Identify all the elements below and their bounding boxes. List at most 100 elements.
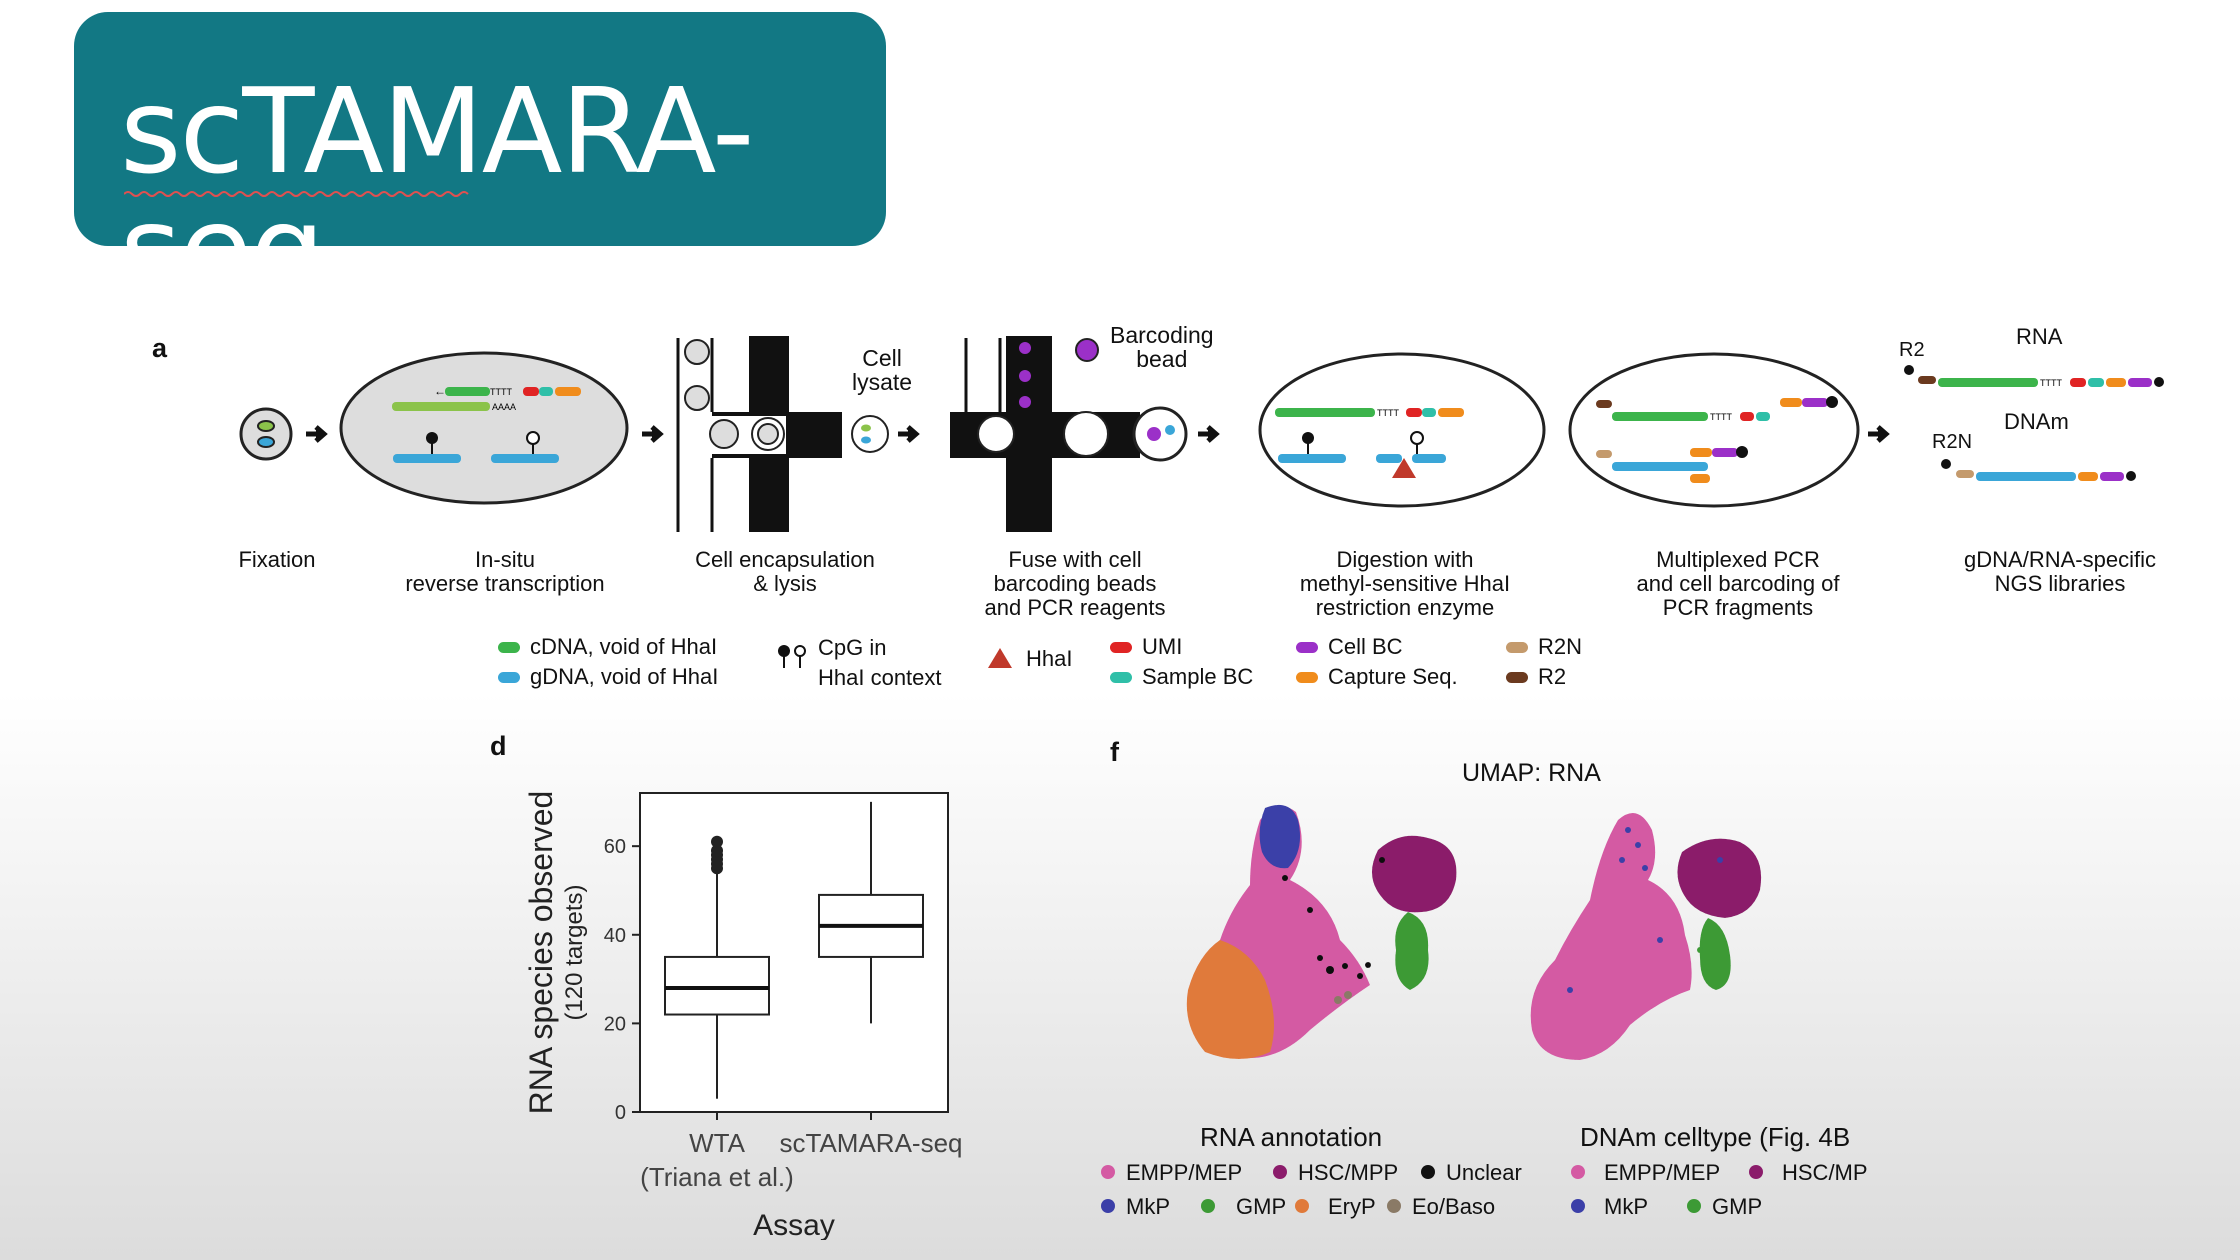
umap1-legend-eobaso: Eo/Baso	[1412, 1194, 1496, 1219]
umap-rna-annotation	[1186, 804, 1457, 1059]
legend-dot-mkp	[1101, 1199, 1115, 1213]
arrow-2	[642, 425, 664, 443]
y-tick-label: 60	[604, 836, 626, 858]
r2-swatch	[1506, 672, 1528, 683]
legend-dot-hsc	[1273, 1165, 1287, 1179]
svg-text:←: ←	[434, 384, 446, 398]
x-tick-label: (Triana et al.)	[640, 1162, 794, 1192]
encapsulation-chip	[676, 336, 889, 532]
legend-dot-empp-2	[1571, 1165, 1585, 1179]
umap1-legend-hsc: HSC/MPP	[1298, 1160, 1399, 1185]
y-tick-label: 0	[615, 1102, 626, 1124]
panel-a-label: a	[152, 333, 168, 363]
legend-dot-gmp-2	[1687, 1199, 1701, 1213]
rna-library-label: RNA	[2016, 324, 2063, 349]
iqr-box	[664, 955, 770, 1016]
legend-hhai: HhaI	[1026, 646, 1073, 671]
x-axis-label: Assay	[753, 1209, 835, 1240]
cpg-lollipop-icon	[778, 645, 806, 668]
umap-dnam-celltype	[1530, 812, 1762, 1060]
arrow-6	[1868, 425, 1890, 443]
hhai-triangle-icon	[988, 648, 1012, 668]
y-axis-sublabel: (120 targets)	[561, 884, 588, 1020]
sample-bc-swatch	[1110, 672, 1132, 683]
umap-plots	[1186, 804, 1762, 1060]
panel-d-label: d	[490, 731, 507, 761]
umap1-legend-eryp: EryP	[1328, 1194, 1376, 1219]
umap2-legend-empp: EMPP/MEP	[1604, 1160, 1721, 1185]
r2n-label: R2N	[1932, 431, 1973, 453]
umap1-legend-gmp: GMP	[1236, 1194, 1287, 1219]
legend-dot-unclear	[1421, 1165, 1435, 1179]
y-axis-label: RNA species observed	[523, 791, 559, 1115]
r2n-swatch	[1506, 642, 1528, 653]
svg-text:TTTT: TTTT	[1710, 412, 1732, 422]
legend-cell-bc: Cell BC	[1328, 634, 1403, 659]
x-tick-label: scTAMARA-seq	[780, 1128, 963, 1158]
gdna-swatch	[498, 672, 520, 683]
umap1-legend-unclear: Unclear	[1446, 1160, 1522, 1185]
umap1-legend-empp: EMPP/MEP	[1126, 1160, 1243, 1185]
step-caption-5: Digestion with methyl-sensitive HhaI res…	[1299, 547, 1511, 620]
legend-gdna: gDNA, void of HhaI	[530, 664, 719, 689]
slide-title: scTAMARA-seq	[120, 62, 754, 318]
barcoding-bead-label: Barcoding bead	[1110, 322, 1214, 372]
legend-dot-eryp	[1295, 1199, 1309, 1213]
step-caption-4: Fuse with cell barcoding beads and PCR r…	[984, 547, 1166, 620]
step-caption-7: gDNA/RNA-specific NGS libraries	[1964, 547, 2156, 596]
svg-text:TTTT: TTTT	[1377, 408, 1399, 418]
capture-seq-swatch	[1296, 672, 1318, 683]
step-caption-2: In-situ reverse transcription	[405, 547, 605, 596]
spellcheck-underline	[124, 191, 469, 197]
umi-swatch	[1110, 642, 1132, 653]
cell-lysate-label: Cell lysate	[852, 345, 913, 395]
cell-bc-swatch	[1296, 642, 1318, 653]
cdna-swatch	[498, 642, 520, 653]
ngs-libraries: TTTT	[1904, 365, 2164, 481]
outlier-point	[711, 835, 723, 848]
umap2-caption: DNAm celltype (Fig. 4B	[1580, 1122, 1851, 1152]
y-tick-label: 40	[604, 925, 626, 947]
workflow-schematic: ← TTTT AAAA	[239, 336, 2164, 532]
legend-dot-eobaso	[1387, 1199, 1401, 1213]
arrow-3	[898, 425, 920, 443]
panel-f-label: f	[1110, 737, 1119, 767]
arrow-4	[1198, 425, 1220, 443]
arrow-1	[306, 425, 328, 443]
step-caption-6: Multiplexed PCR and cell barcoding of PC…	[1636, 547, 1840, 620]
umap2-legend-mkp: MkP	[1604, 1194, 1648, 1219]
legend-dot-hsc-2	[1749, 1165, 1763, 1179]
umap-title: UMAP: RNA	[1462, 759, 1601, 787]
umap2-legend-hsc: HSC/MP	[1782, 1160, 1868, 1185]
title-banner: scTAMARA-seq	[74, 12, 886, 308]
legend-sample-bc: Sample BC	[1142, 664, 1254, 689]
svg-text:TTTT: TTTT	[2040, 378, 2062, 388]
legend-cpg: CpG in HhaI context	[818, 635, 942, 690]
svg-text:AAAA: AAAA	[492, 402, 516, 412]
legend-cdna: cDNA, void of HhaI	[530, 634, 718, 659]
r2-label: R2	[1899, 339, 1925, 361]
legend-umi: UMI	[1142, 634, 1183, 659]
umap2-legend-gmp: GMP	[1712, 1194, 1763, 1219]
svg-text:TTTT: TTTT	[490, 387, 512, 397]
umap1-caption: RNA annotation	[1200, 1122, 1383, 1152]
rt-cell: ← TTTT AAAA	[339, 351, 629, 505]
y-tick-label: 20	[604, 1013, 626, 1035]
step-caption-1: Fixation	[238, 547, 316, 572]
legend-dot-mkp-2	[1571, 1199, 1585, 1213]
bead-fusion-chip	[950, 336, 1188, 532]
legend-dot-gmp	[1201, 1199, 1215, 1213]
umap1-legend-mkp: MkP	[1126, 1194, 1170, 1219]
outlier-point	[711, 844, 723, 857]
legend-r2: R2	[1538, 664, 1567, 689]
dnam-library-label: DNAm	[2004, 409, 2069, 434]
step-caption-3: Cell encapsulation & lysis	[695, 547, 875, 596]
legend-capture-seq: Capture Seq.	[1328, 664, 1458, 689]
legend-dot-empp	[1101, 1165, 1115, 1179]
x-tick-label: WTA	[689, 1128, 745, 1158]
pcr-droplet: TTTT	[1568, 352, 1860, 508]
legend-r2n: R2N	[1538, 634, 1583, 659]
fixation-cell	[239, 407, 293, 461]
digestion-droplet: TTTT	[1258, 352, 1546, 508]
